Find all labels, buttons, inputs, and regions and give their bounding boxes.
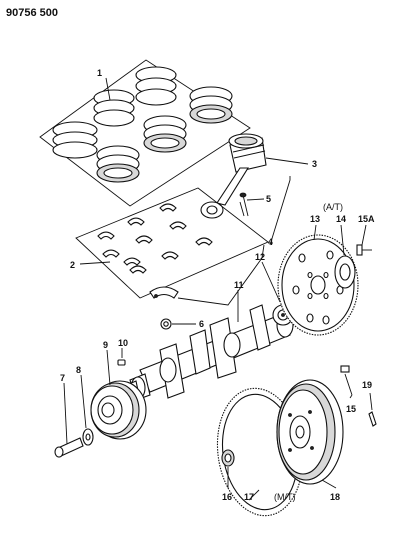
dowel-pin [368, 411, 377, 427]
callout-11: 11 [234, 280, 244, 290]
callout-15: 15 [346, 404, 356, 414]
pulley-washer [82, 428, 94, 446]
ring-group-1 [52, 121, 98, 159]
woodruff-key [117, 359, 126, 366]
callout-19: 19 [362, 380, 372, 390]
piston-rings-set [39, 59, 251, 207]
callout-17: 17 [244, 492, 254, 502]
ring-group-5 [143, 115, 187, 153]
flywheel-bolt [340, 365, 353, 396]
ring-group-3 [135, 66, 177, 106]
callout-5: 5 [266, 194, 271, 204]
callout-14: 14 [336, 214, 346, 224]
crankshaft-pulley-damper [90, 380, 147, 440]
drive-plate-bolt [356, 244, 372, 256]
crank-nut [160, 318, 172, 330]
piston-and-connecting-rod [200, 133, 267, 219]
manual-transmission-note: (M/T) [274, 492, 296, 502]
ring-group-4 [96, 145, 140, 183]
connecting-rod-bolt [239, 192, 249, 217]
callout-3: 3 [312, 159, 317, 169]
drive-plate-adapter [334, 255, 356, 289]
callout-6: 6 [199, 319, 204, 329]
callout-8: 8 [76, 365, 81, 375]
callout-16: 16 [222, 492, 232, 502]
flywheel [276, 379, 344, 485]
callout-15a: 15A [358, 214, 375, 224]
callout-18: 18 [330, 492, 340, 502]
ring-group-2 [93, 89, 135, 127]
pulley-bolt [54, 437, 84, 458]
auto-transmission-note: (A/T) [323, 202, 343, 212]
callout-7: 7 [60, 373, 65, 383]
callout-4: 4 [268, 237, 273, 247]
callout-10: 10 [118, 338, 128, 348]
callout-1: 1 [97, 68, 102, 78]
pilot-bushing [221, 449, 235, 467]
callout-2: 2 [70, 260, 75, 270]
thrust-bearing [149, 286, 179, 299]
callout-13: 13 [310, 214, 320, 224]
bearing-shells-set [75, 187, 269, 299]
document-number: 90756 500 [6, 7, 58, 19]
callout-9: 9 [103, 340, 108, 350]
ring-group-6 [189, 86, 233, 124]
callout-12: 12 [255, 252, 265, 262]
